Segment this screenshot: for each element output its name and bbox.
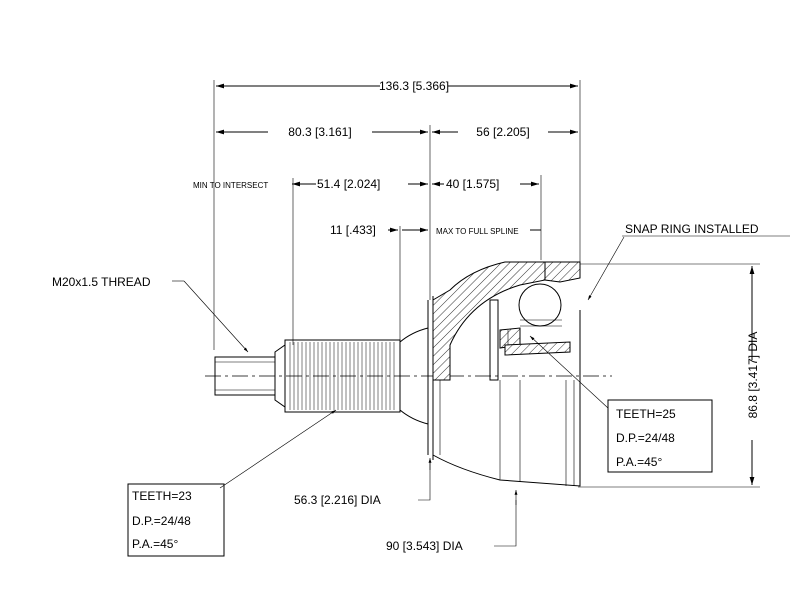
dim-length-outer-label: 56 [2.205] (476, 125, 529, 139)
inner-spline-callout: TEETH=25 D.P.=24/48 P.A.=45° (529, 335, 713, 473)
thread-callout: M20x1.5 THREAD (52, 275, 249, 353)
dim-length-to-intersect: 80.3 [3.161] (216, 125, 428, 139)
snap-ring-callout: SNAP RING INSTALLED (587, 222, 790, 301)
dim-neck-dia-label: 56.3 [2.216] DIA (294, 493, 381, 507)
dim-spline-length-label: 40 [1.575] (446, 177, 499, 191)
dim-intersect-row: MIN TO INTERSECT 51.4 [2.024] 40 [1.575] (193, 177, 539, 191)
dim-length-outer: 56 [2.205] (432, 125, 578, 139)
outer-spline-box (127, 483, 225, 557)
max-to-full-spline-note: MAX TO FULL SPLINE (436, 227, 519, 236)
dim-overall-label: 136.3 [5.366] (379, 79, 449, 93)
spline-teeth (289, 342, 395, 410)
body-dia-callout: 90 [3.543] DIA (386, 490, 518, 553)
inner-spline-teeth: TEETH=25 (616, 407, 676, 421)
dim-intersect-to-spline-label: 51.4 [2.024] (317, 177, 380, 191)
housing-section (432, 261, 546, 381)
dim-body-dia-label: 90 [3.543] DIA (386, 539, 463, 553)
outer-spline-dp: D.P.=24/48 (132, 514, 191, 528)
outer-housing (432, 261, 581, 487)
dim-housing-dia-label: 86.8 [3.417] DIA (746, 332, 760, 419)
snap-ring-note: SNAP RING INSTALLED (625, 222, 759, 236)
neck-dia-callout: 56.3 [2.216] DIA (294, 458, 432, 507)
outer-spline-callout: TEETH=23 D.P.=24/48 P.A.=45° (127, 409, 337, 557)
inner-spline-pa: P.A.=45° (616, 455, 662, 469)
outer-spline-teeth: TEETH=23 (132, 489, 192, 503)
thread-note: M20x1.5 THREAD (52, 275, 151, 289)
dim-length-to-intersect-label: 80.3 [3.161] (288, 125, 351, 139)
dim-housing-dia: 86.8 [3.417] DIA (746, 266, 760, 485)
inner-spline-box (607, 399, 713, 473)
dim-shoulder-row: 11 [.433] MAX TO FULL SPLINE (330, 223, 541, 237)
min-to-intersect-note: MIN TO INTERSECT (193, 181, 268, 190)
shaft-neck (399, 296, 434, 460)
threaded-stub (214, 344, 286, 408)
dim-overall-length: 136.3 [5.366] (216, 79, 578, 93)
inner-spline-dp: D.P.=24/48 (616, 431, 675, 445)
outer-spline-pa: P.A.=45° (132, 537, 178, 551)
dim-shoulder-label: 11 [.433] (330, 223, 376, 237)
